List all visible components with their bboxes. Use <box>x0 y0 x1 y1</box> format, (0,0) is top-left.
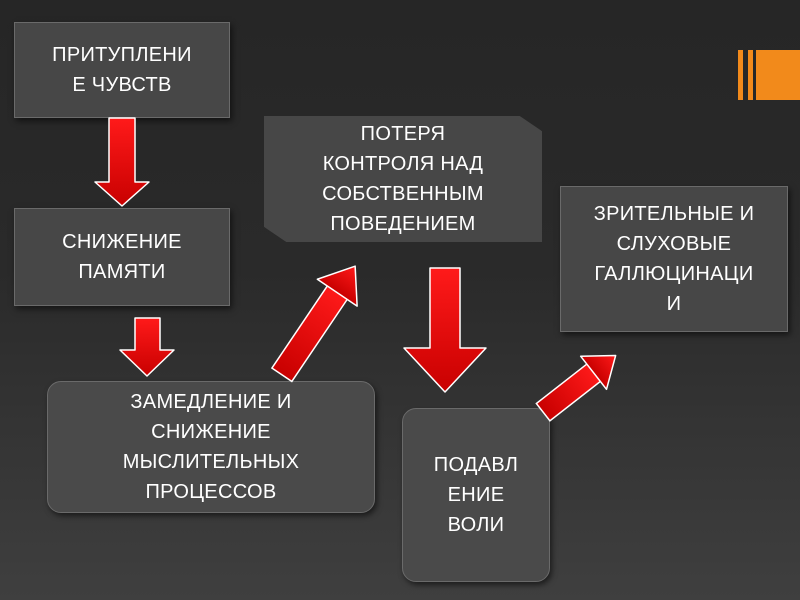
box-suppression-of-will: ПОДАВЛ ЕНИЕ ВОЛИ <box>402 408 550 582</box>
box-slowed-thinking-label: ЗАМЕДЛЕНИЕ И СНИЖЕНИЕ МЫСЛИТЕЛЬНЫХ ПРОЦЕ… <box>122 391 300 503</box>
box-suppression-of-will-label: ПОДАВЛ ЕНИЕ ВОЛИ <box>433 454 519 536</box>
arrow-down-1-icon <box>94 117 150 207</box>
box-memory-decline-label: СНИЖЕНИЕ ПАМЯТИ <box>62 231 182 283</box>
arrow-down-2-icon <box>119 317 175 377</box>
box-hallucinations-label: ЗРИТЕЛЬНЫЕ И СЛУХОВЫЕ ГАЛЛЮЦИНАЦИ И <box>593 203 755 315</box>
box-dulling-of-senses: ПРИТУПЛЕНИ Е ЧУВСТВ <box>14 22 230 118</box>
arrow-diag-2-icon <box>535 354 617 422</box>
box-slowed-thinking: ЗАМЕДЛЕНИЕ И СНИЖЕНИЕ МЫСЛИТЕЛЬНЫХ ПРОЦЕ… <box>47 381 375 513</box>
box-hallucinations: ЗРИТЕЛЬНЫЕ И СЛУХОВЫЕ ГАЛЛЮЦИНАЦИ И <box>560 186 788 332</box>
arrow-down-3-icon <box>403 267 487 393</box>
box-memory-decline: СНИЖЕНИЕ ПАМЯТИ <box>14 208 230 306</box>
box-loss-of-control: ПОТЕРЯ КОНТРОЛЯ НАД СОБСТВЕННЫМ ПОВЕДЕНИ… <box>264 116 542 242</box>
arrow-diag-1-icon <box>270 265 358 383</box>
orange-bars-icon <box>738 50 800 100</box>
box-loss-of-control-label: ПОТЕРЯ КОНТРОЛЯ НАД СОБСТВЕННЫМ ПОВЕДЕНИ… <box>322 123 484 235</box>
box-dulling-of-senses-label: ПРИТУПЛЕНИ Е ЧУВСТВ <box>52 44 192 96</box>
